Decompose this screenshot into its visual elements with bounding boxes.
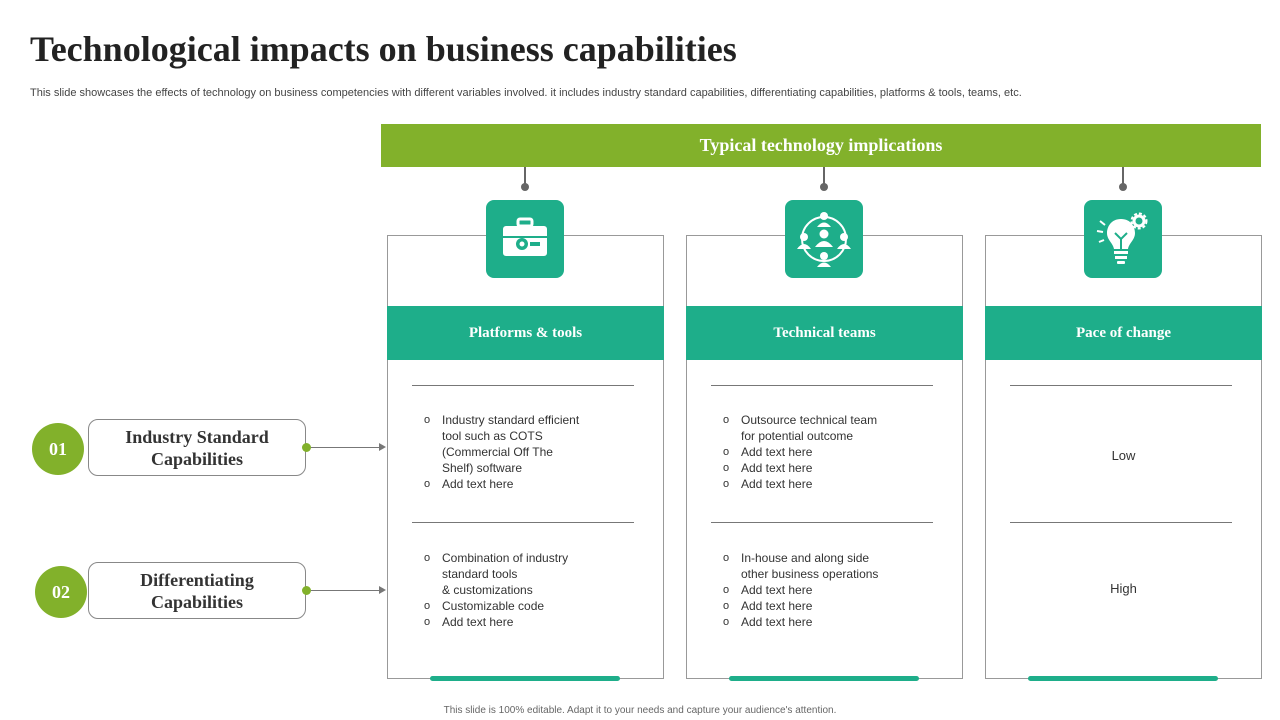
list-item: Add text here xyxy=(723,476,923,492)
list-item: Add text here xyxy=(723,598,923,614)
connector-pace xyxy=(1119,167,1127,191)
card-accent-bar xyxy=(1028,676,1218,681)
row-arrow xyxy=(311,586,386,594)
column-card-platforms: Platforms & tools Industry standard effi… xyxy=(387,235,664,681)
team-network-icon xyxy=(785,200,863,278)
page-title: Technological impacts on business capabi… xyxy=(30,29,737,69)
list-item: Add text here xyxy=(424,476,624,492)
divider xyxy=(1010,522,1232,523)
card-accent-bar xyxy=(729,676,919,681)
row-label-text: Industry Standard Capabilities xyxy=(125,426,269,469)
row-label-industry-standard: Industry Standard Capabilities xyxy=(88,419,306,476)
row-label-text: Differentiating Capabilities xyxy=(140,569,254,612)
connector-platforms xyxy=(521,167,529,191)
cell-platforms-row2: Combination of industry standard tools &… xyxy=(424,550,624,630)
cell-teams-row2: In-house and along side other business o… xyxy=(723,550,923,630)
column-header: Pace of change xyxy=(985,306,1262,360)
list-item: Add text here xyxy=(723,582,923,598)
column-card-pace: Pace of change Low High xyxy=(985,235,1262,681)
list-item: In-house and along side other business o… xyxy=(723,550,923,582)
list-item: Industry standard efficient tool such as… xyxy=(424,412,624,476)
list-item: Outsource technical team for potential o… xyxy=(723,412,923,444)
row-connector-dot xyxy=(302,586,311,595)
connector-teams xyxy=(820,167,828,191)
list-item: Add text here xyxy=(424,614,624,630)
card-accent-bar xyxy=(430,676,620,681)
row-arrow xyxy=(311,443,386,451)
page-subtitle: This slide showcases the effects of tech… xyxy=(30,87,1022,99)
divider xyxy=(711,522,933,523)
row-number-badge: 02 xyxy=(35,566,87,618)
cell-platforms-row1: Industry standard efficient tool such as… xyxy=(424,412,624,492)
list-item: Combination of industry standard tools &… xyxy=(424,550,624,598)
divider xyxy=(711,385,933,386)
list-item: Add text here xyxy=(723,444,923,460)
cell-teams-row1: Outsource technical team for potential o… xyxy=(723,412,923,492)
lightbulb-gear-icon xyxy=(1084,200,1162,278)
toolbox-icon xyxy=(486,200,564,278)
row-label-differentiating: Differentiating Capabilities xyxy=(88,562,306,619)
pace-value-high: High xyxy=(1110,581,1137,596)
divider xyxy=(412,385,634,386)
list-item: Add text here xyxy=(723,460,923,476)
divider xyxy=(1010,385,1232,386)
column-header: Technical teams xyxy=(686,306,963,360)
footer-note: This slide is 100% editable. Adapt it to… xyxy=(443,705,837,716)
list-item: Customizable code xyxy=(424,598,624,614)
pace-value-low: Low xyxy=(1111,448,1136,463)
divider xyxy=(412,522,634,523)
row-connector-dot xyxy=(302,443,311,452)
list-item: Add text here xyxy=(723,614,923,630)
row-number-badge: 01 xyxy=(32,423,84,475)
banner-header: Typical technology implications xyxy=(381,124,1261,167)
column-header: Platforms & tools xyxy=(387,306,664,360)
column-card-teams: Technical teams Outsource technical team… xyxy=(686,235,963,681)
